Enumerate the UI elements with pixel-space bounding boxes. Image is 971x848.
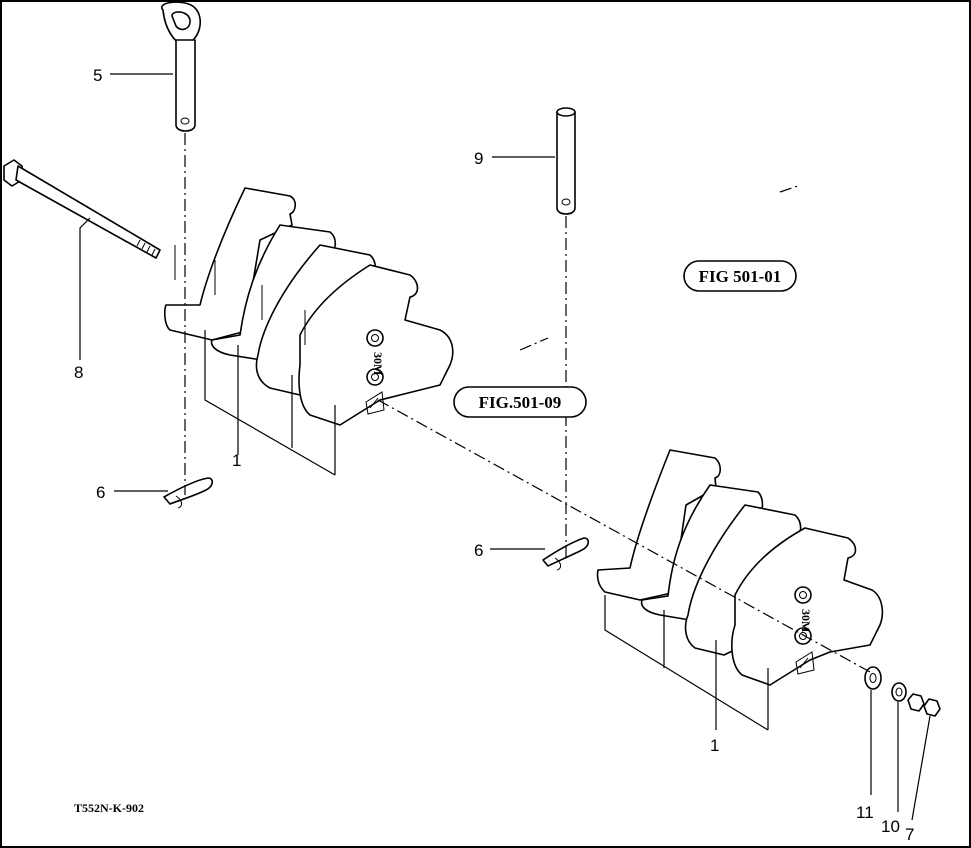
callout-6-right: 6 <box>474 541 483 560</box>
svg-text:30M: 30M <box>371 352 385 375</box>
washer-part-11 <box>864 666 882 690</box>
reference-fig-501-09: FIG.501-09 <box>453 386 587 418</box>
hitch-pin-part-5 <box>160 1 202 132</box>
svg-text:FIG.501-09: FIG.501-09 <box>479 393 562 412</box>
callout-5: 5 <box>93 66 102 85</box>
callout-6-left: 6 <box>96 483 105 502</box>
callout-8: 8 <box>74 363 83 382</box>
pin-part-9 <box>556 107 576 215</box>
centerline-bolt <box>377 399 871 673</box>
svg-text:30M: 30M <box>799 609 813 632</box>
lock-washer-part-10 <box>891 682 907 702</box>
callout-7: 7 <box>905 825 914 844</box>
svg-text:FIG 501-01: FIG 501-01 <box>699 267 782 286</box>
tie-bolt-part-8 <box>3 159 161 259</box>
callout-11: 11 <box>856 803 874 822</box>
drawing-code: T552N-K-902 <box>74 801 144 815</box>
weight-stack-left: 30M <box>164 187 454 426</box>
leader-lines <box>79 73 931 821</box>
nut-part-7 <box>907 693 941 717</box>
r-clip-part-6-left <box>163 477 214 509</box>
reference-fig-501-01: FIG 501-01 <box>683 260 797 292</box>
callout-9: 9 <box>474 149 483 168</box>
callout-1-left: 1 <box>232 451 241 470</box>
centerline-minor <box>519 185 799 351</box>
callout-1-right: 1 <box>710 736 719 755</box>
callout-10: 10 <box>881 817 900 836</box>
weight-stack-right: 30M <box>596 449 884 686</box>
